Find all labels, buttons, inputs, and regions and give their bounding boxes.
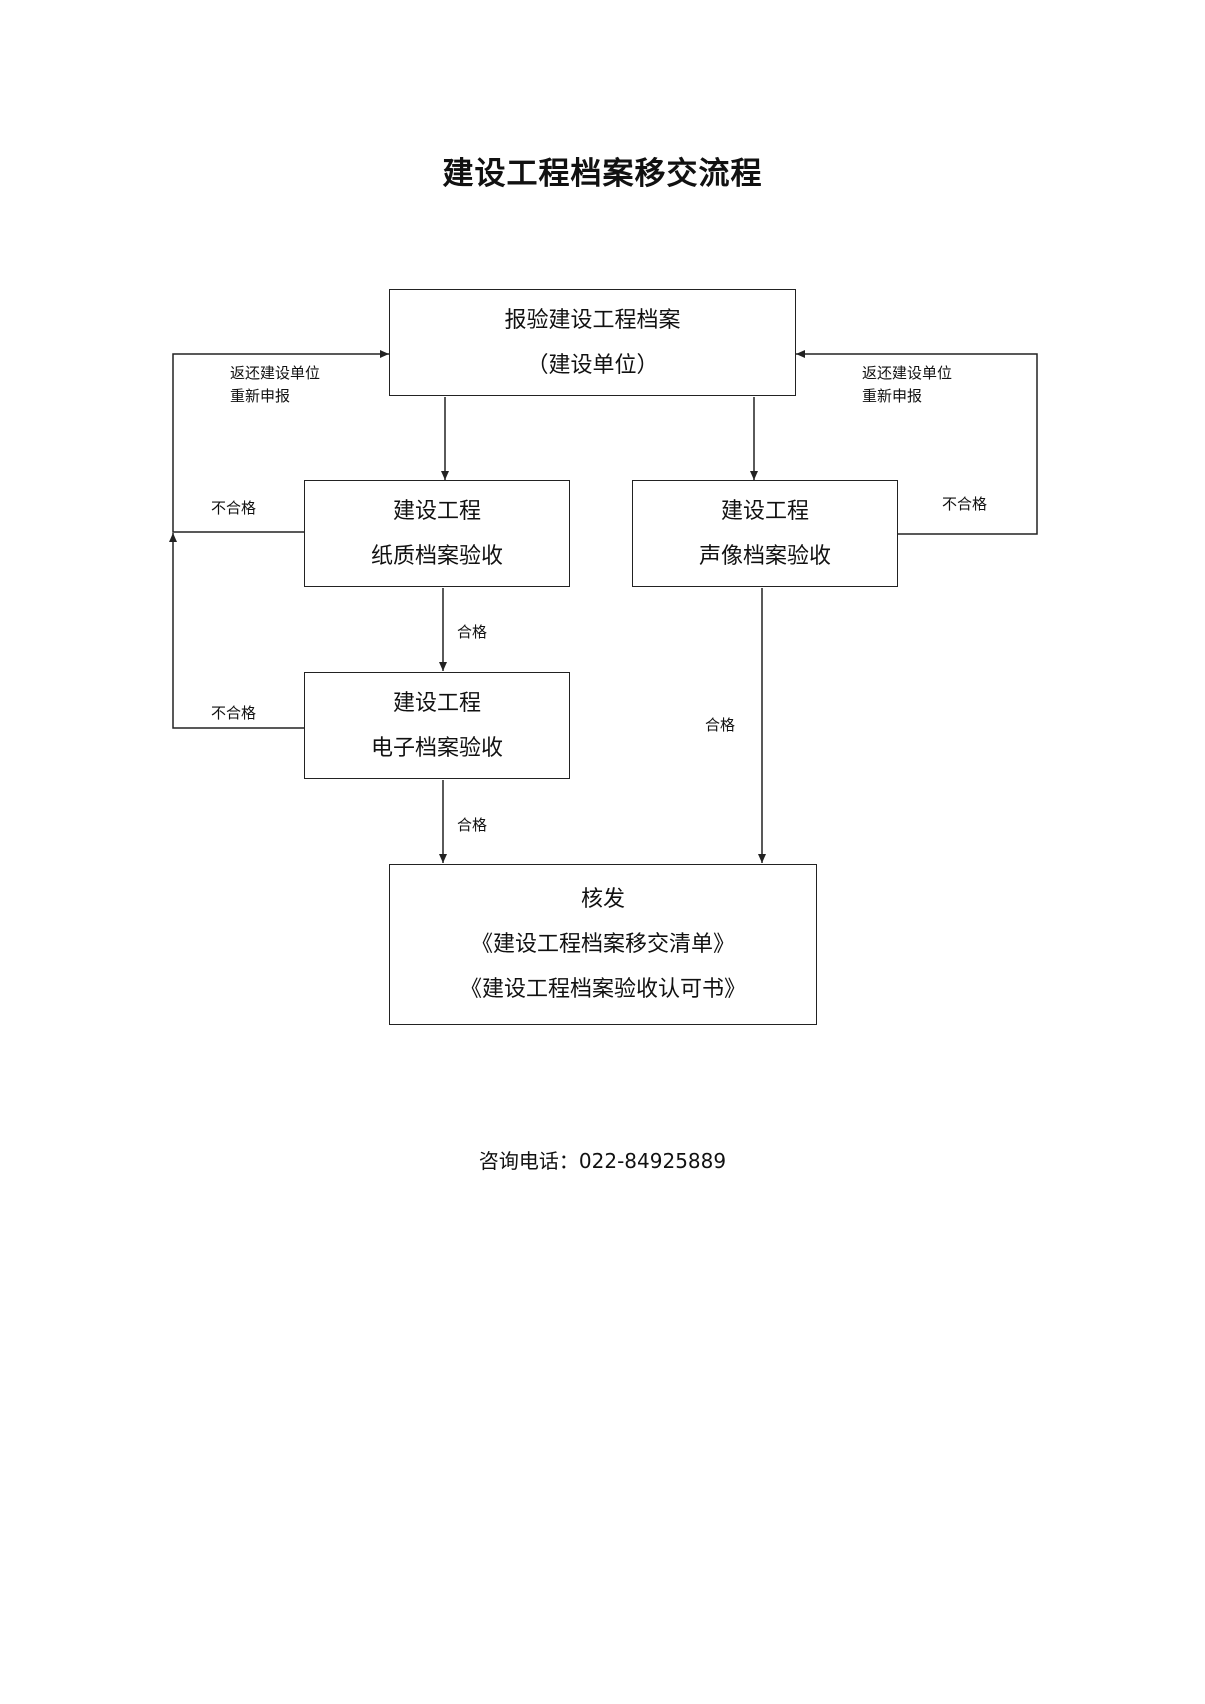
label-pass-paper: 合格 [457, 623, 488, 641]
node-electronic-line2: 电子档案验收 [370, 735, 503, 761]
node-paper-line1: 建设工程 [392, 498, 481, 524]
node-submit-archives: 报验建设工程档案 （建设单位） [389, 289, 796, 396]
node-av-line2: 声像档案验收 [698, 543, 831, 569]
label-return-right-line1: 返还建设单位 [862, 364, 953, 382]
arrow-av-fail-return [796, 350, 1038, 535]
node-av-line1: 建设工程 [720, 498, 809, 524]
page-title: 建设工程档案移交流程 [442, 156, 763, 192]
label-fail-av: 不合格 [942, 495, 988, 513]
label-return-right: 返还建设单位 重新申报 [862, 362, 952, 408]
label-return-left: 返还建设单位 重新申报 [230, 362, 320, 408]
contact-phone: 咨询电话：022-84925889 [478, 1149, 727, 1173]
label-pass-av: 合格 [705, 716, 736, 734]
node-electronic-line1: 建设工程 [392, 690, 481, 716]
node-issue-certificates: 核发 《建设工程档案移交清单》 《建设工程档案验收认可书》 [389, 864, 817, 1025]
label-return-left-line1: 返还建设单位 [230, 364, 321, 382]
label-return-left-line2: 重新申报 [230, 387, 291, 405]
node-issue-line3: 《建设工程档案验收认可书》 [459, 977, 746, 1002]
node-paper-acceptance: 建设工程 纸质档案验收 [304, 480, 570, 587]
node-submit-line2: （建设单位） [526, 352, 659, 378]
node-submit-line1: 报验建设工程档案 [504, 307, 681, 333]
node-electronic-acceptance: 建设工程 电子档案验收 [304, 672, 570, 779]
label-fail-electronic: 不合格 [211, 704, 257, 722]
arrow-paper-fail-return [172, 350, 389, 533]
label-pass-electronic: 合格 [457, 816, 488, 834]
node-issue-line1: 核发 [580, 887, 625, 912]
node-paper-line2: 纸质档案验收 [370, 543, 503, 569]
node-issue-line2: 《建设工程档案移交清单》 [470, 932, 735, 957]
arrow-electronic-fail-return [169, 533, 304, 729]
label-fail-paper: 不合格 [211, 499, 257, 517]
label-return-right-line2: 重新申报 [862, 387, 923, 405]
node-av-acceptance: 建设工程 声像档案验收 [632, 480, 898, 587]
